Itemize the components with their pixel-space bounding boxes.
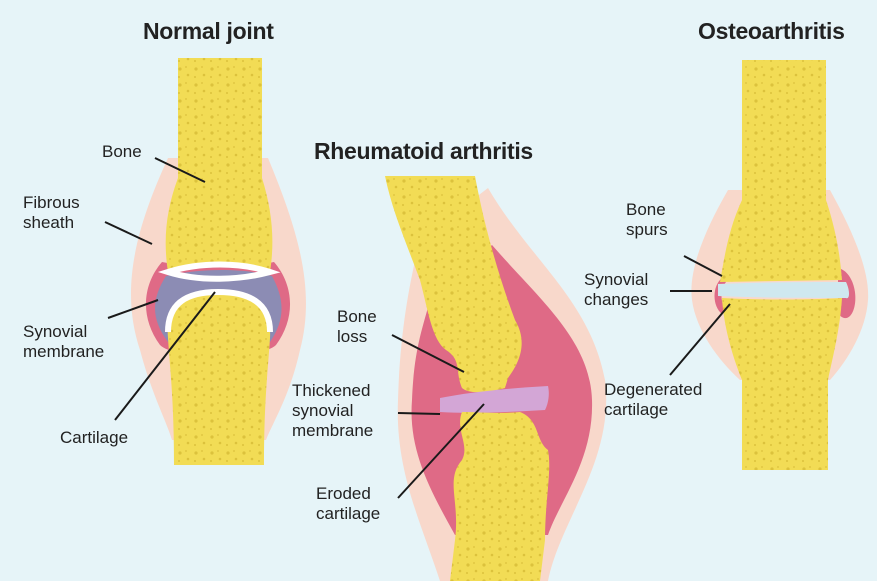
degenerated-cartilage bbox=[718, 282, 849, 298]
label-synovial-changes: Synovial changes bbox=[584, 270, 648, 310]
normal-joint-title: Normal joint bbox=[143, 18, 274, 45]
bone-upper-normal bbox=[166, 58, 273, 272]
label-fibrous-sheath: Fibrous sheath bbox=[23, 193, 80, 233]
label-synovial-membrane: Synovial membrane bbox=[23, 322, 104, 362]
normal-joint-illustration bbox=[131, 58, 306, 465]
bone-lower-oa bbox=[722, 298, 842, 470]
label-bone-loss: Bone loss bbox=[337, 307, 377, 347]
leader-thickened-membrane bbox=[398, 413, 440, 414]
osteoarthritis-title: Osteoarthritis bbox=[698, 18, 845, 45]
label-bone-spurs: Bone spurs bbox=[626, 200, 668, 240]
osteoarthritis-joint-illustration bbox=[691, 60, 868, 470]
label-degenerated-cartilage: Degenerated cartilage bbox=[604, 380, 702, 420]
rheumatoid-title: Rheumatoid arthritis bbox=[314, 138, 533, 165]
label-bone: Bone bbox=[102, 142, 142, 162]
label-thickened-synovial-membrane: Thickened synovial membrane bbox=[292, 381, 373, 441]
label-eroded-cartilage: Eroded cartilage bbox=[316, 484, 380, 524]
label-cartilage: Cartilage bbox=[60, 428, 128, 448]
bone-upper-oa bbox=[720, 60, 842, 282]
rheumatoid-joint-illustration bbox=[385, 176, 606, 581]
bone-lower-ra bbox=[450, 412, 549, 581]
bone-lower-normal bbox=[168, 290, 270, 465]
